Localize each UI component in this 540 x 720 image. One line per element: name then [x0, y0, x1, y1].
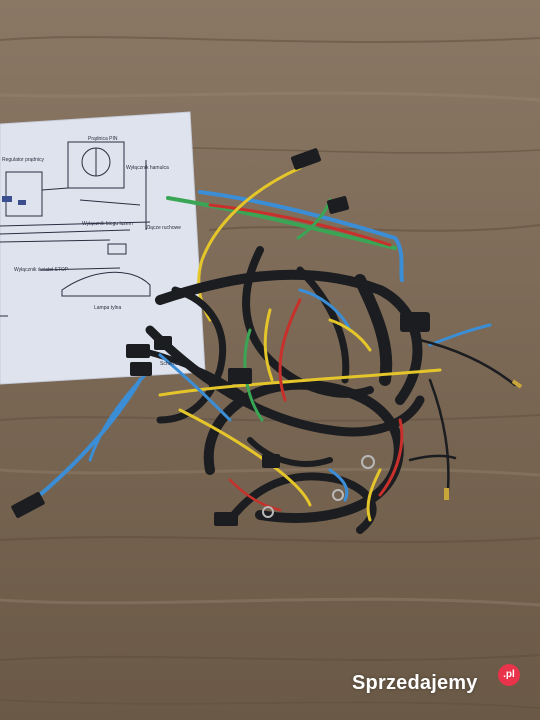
- diagram-label-generator: Prądnica PIN: [88, 136, 118, 142]
- diagram-label-neutral-switch: Wyłącznik biegu luzem: [82, 221, 133, 227]
- diagram-label-brake-switch: Wyłącznik hamulca: [126, 165, 169, 171]
- right-leads: [408, 338, 517, 492]
- watermark-text: Sprzedajemy: [352, 672, 478, 694]
- colored-wires-bundle: [158, 288, 492, 522]
- blue-lead-left: [32, 368, 152, 502]
- wiring-diagram-sheet: [0, 111, 206, 385]
- diagram-label-stop-switch: Wyłącznik świateł STOP: [14, 267, 69, 273]
- connector-upper-right: [326, 196, 350, 214]
- diagram-label-regulator: Regulator prądnicy: [2, 157, 44, 163]
- connector-top: [291, 148, 321, 170]
- diagram-label-schemat: Schemat: [160, 361, 180, 367]
- connector-blocks: [126, 312, 430, 526]
- diagram-label-connector: Złącze ruchowe: [146, 225, 182, 231]
- spade-terminals: [444, 379, 523, 500]
- black-cable-bundle: [137, 246, 425, 534]
- diagram-label-tail-lamp: Lampa tylna: [94, 305, 122, 311]
- ring-terminals: [262, 455, 375, 518]
- watermark-badge: .pl: [498, 664, 520, 686]
- connector-left: [11, 492, 45, 518]
